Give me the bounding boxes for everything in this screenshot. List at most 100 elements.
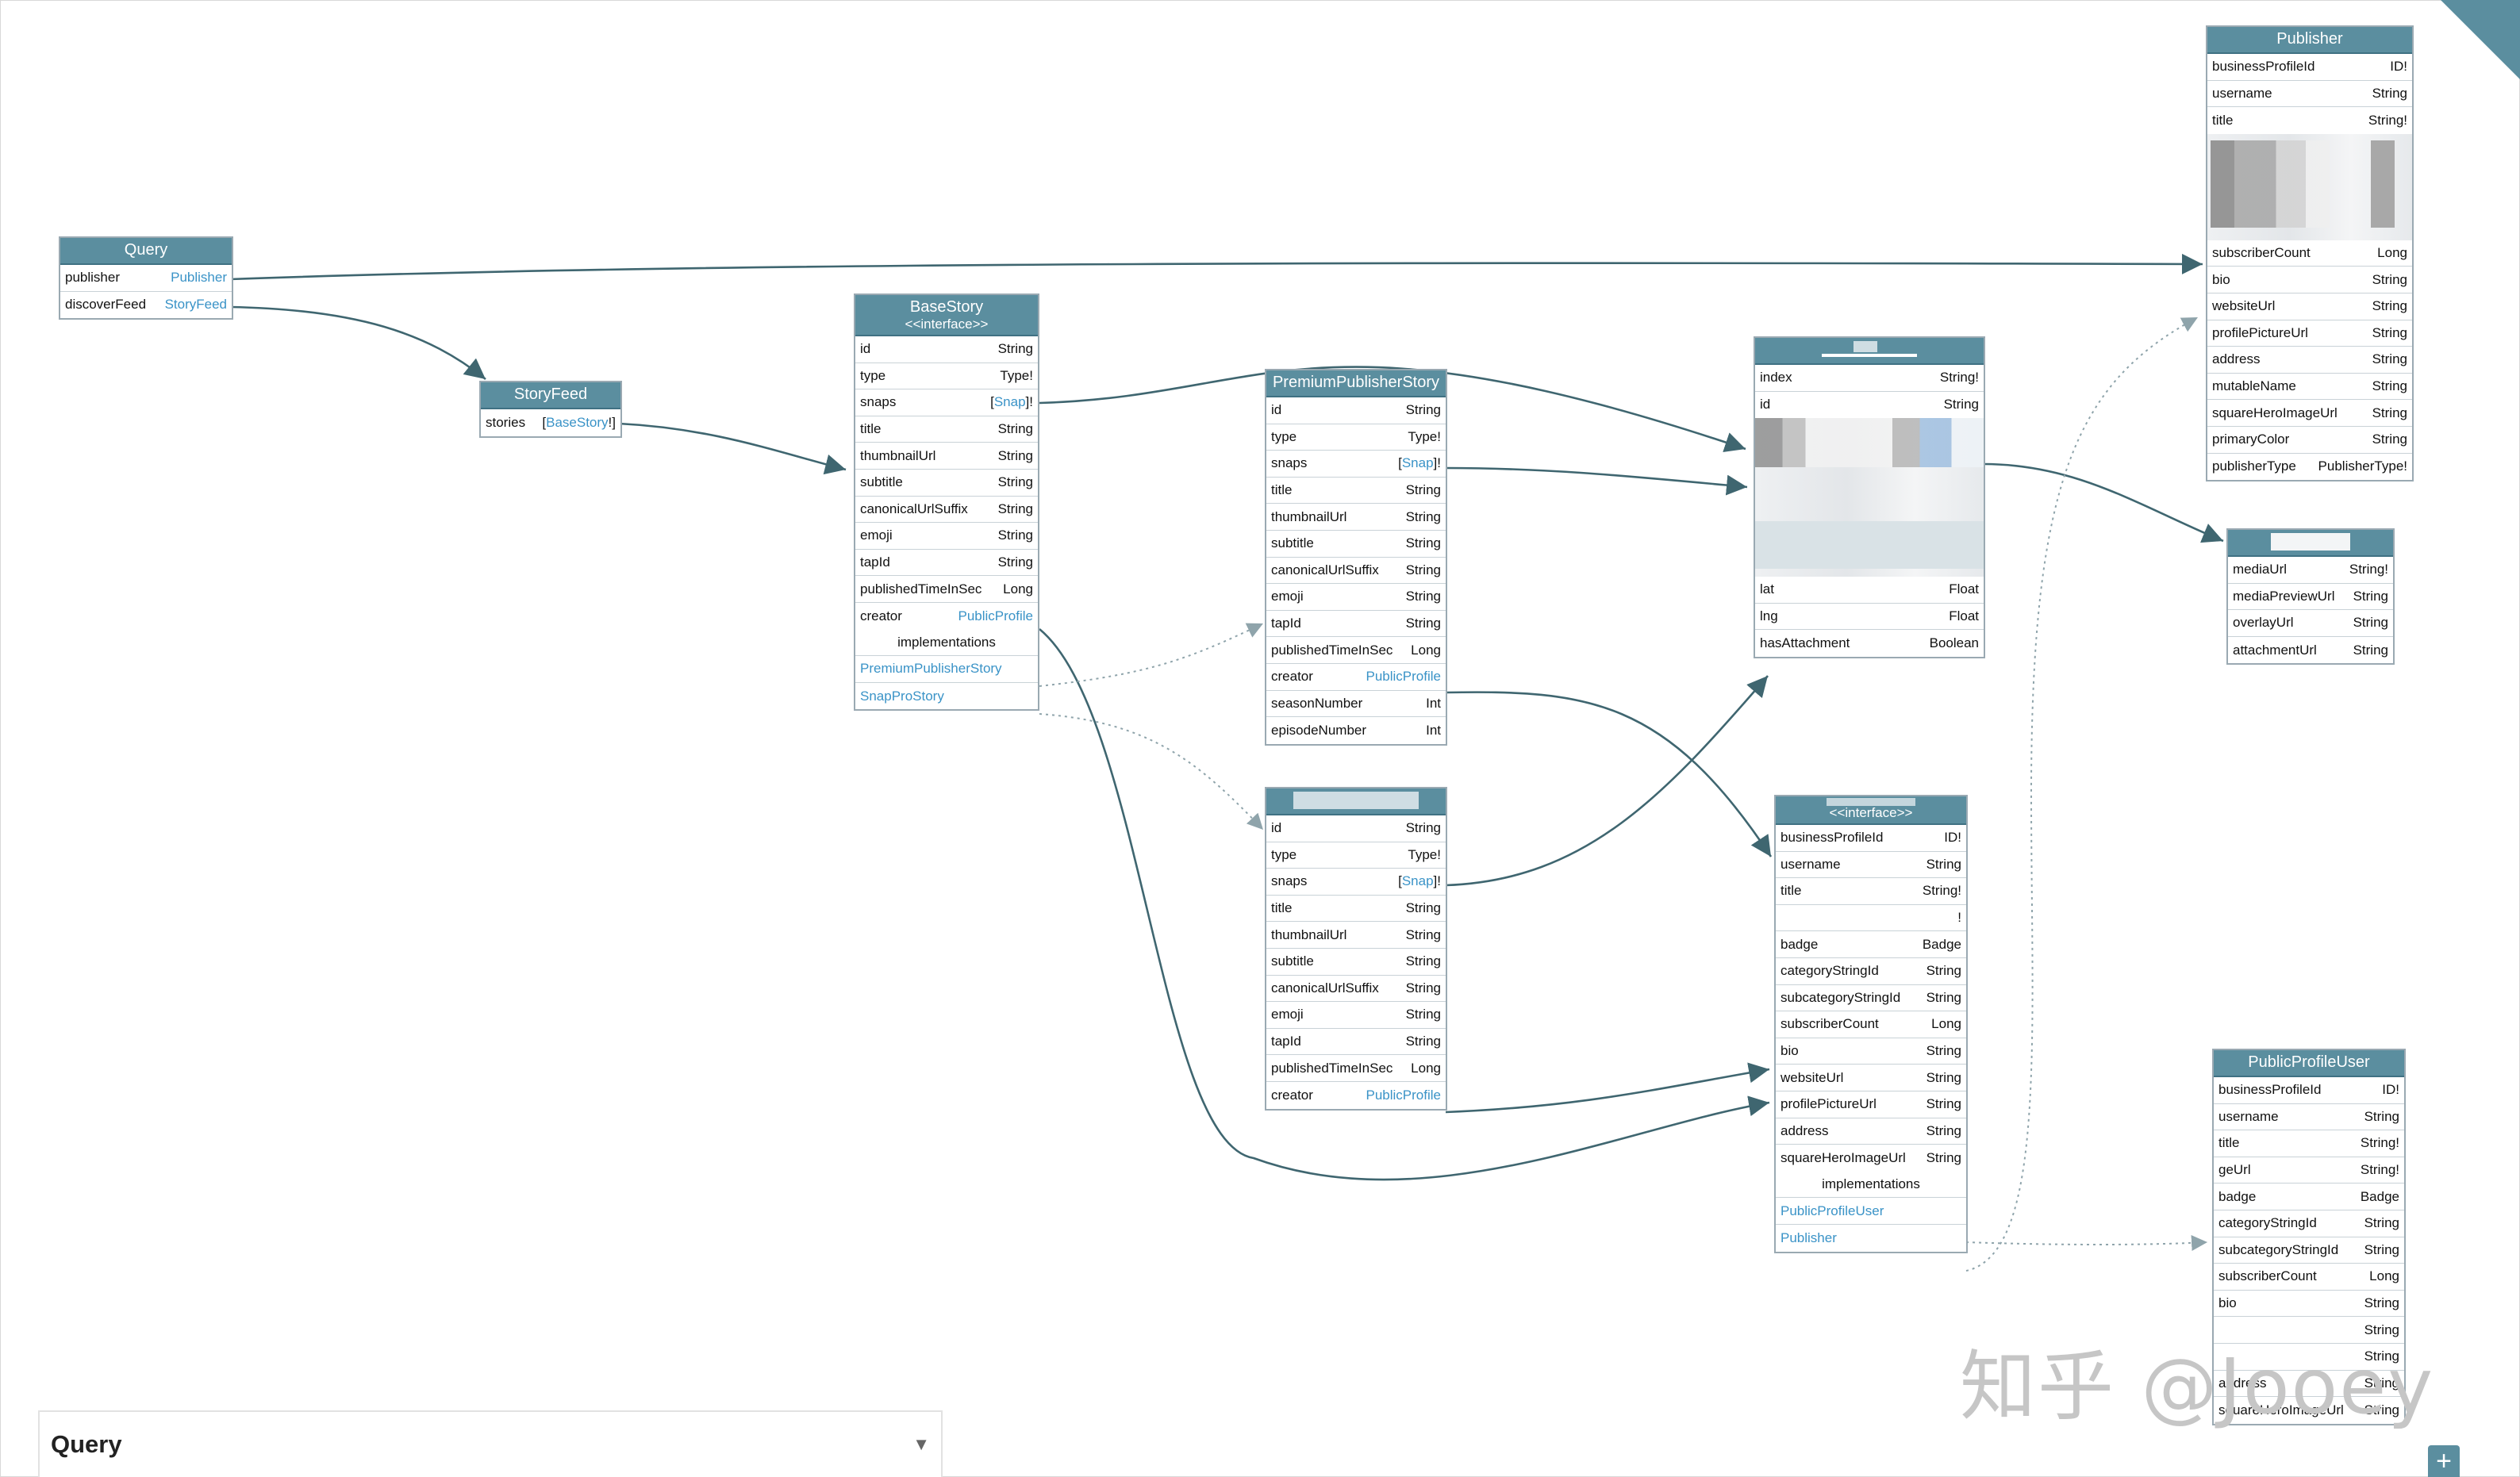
- field-type-link[interactable]: BaseStory: [546, 414, 609, 430]
- field-type-link[interactable]: Snap: [993, 394, 1026, 410]
- field-row[interactable]: stories [BaseStory!]: [481, 409, 620, 436]
- root-type-selector[interactable]: Query ▼: [38, 1410, 943, 1477]
- field-row[interactable]: snaps[Snap]!: [855, 389, 1038, 416]
- field-type-link[interactable]: Snap: [1401, 873, 1434, 889]
- field-row[interactable]: snaps[Snap]!: [1266, 869, 1446, 896]
- corner-toggle[interactable]: [2441, 0, 2520, 79]
- node-query[interactable]: Query publisher Publisher discoverFeed S…: [59, 236, 233, 320]
- field-row[interactable]: snaps[Snap]!: [1266, 451, 1446, 478]
- implementation-link[interactable]: Publisher: [1781, 1230, 1837, 1245]
- field-row[interactable]: String: [2214, 1344, 2404, 1371]
- implementation-item[interactable]: SnapProStory: [855, 683, 1038, 710]
- field-row[interactable]: !: [1776, 905, 1966, 932]
- chevron-down-icon[interactable]: ▼: [912, 1434, 930, 1454]
- field-type-link[interactable]: PublicProfile: [958, 608, 1034, 623]
- implementation-item[interactable]: PremiumPublisherStory: [855, 656, 1038, 683]
- field-type-link[interactable]: PublicProfile: [1366, 1087, 1442, 1103]
- implementation-item[interactable]: Publisher: [1776, 1225, 1966, 1252]
- implementation-link[interactable]: SnapProStory: [860, 688, 944, 704]
- field-type-link[interactable]: PublicProfile: [1366, 669, 1442, 685]
- field-row[interactable]: String: [2214, 1317, 2404, 1344]
- field-type-link[interactable]: Snap: [1401, 455, 1434, 471]
- plus-icon[interactable]: +: [2428, 1445, 2460, 1477]
- field-type-link[interactable]: Publisher: [171, 270, 227, 286]
- implementation-link[interactable]: PremiumPublisherStory: [860, 661, 1002, 677]
- implementation-item[interactable]: PublicProfileUser: [1776, 1198, 1966, 1225]
